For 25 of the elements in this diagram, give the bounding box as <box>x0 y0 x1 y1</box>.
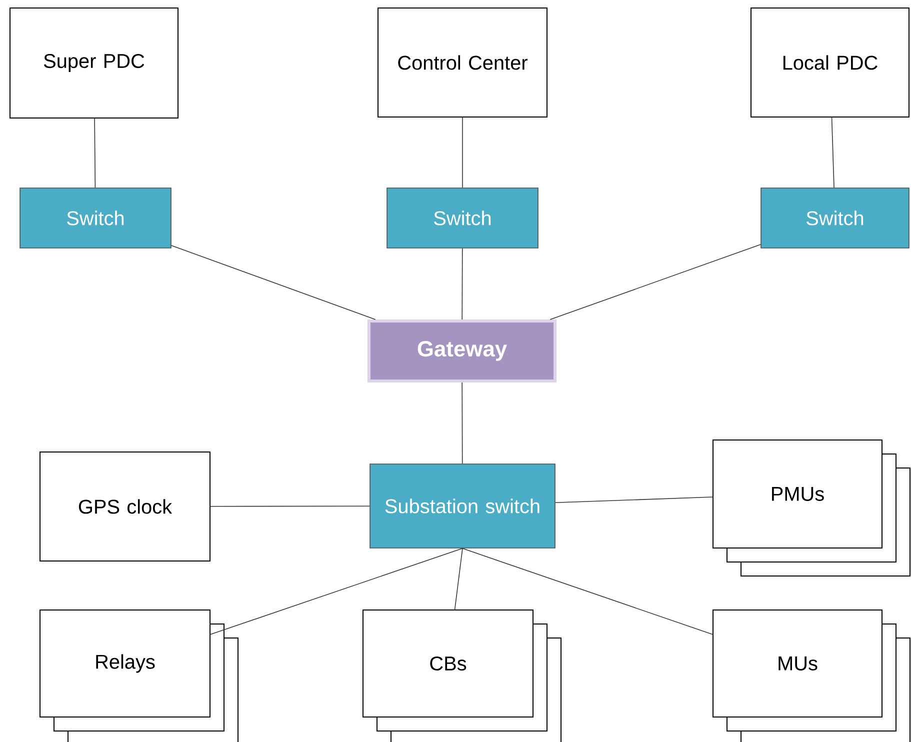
stacked-device-box: PMUs <box>712 440 910 576</box>
stacked-device-box: Relays <box>40 610 238 742</box>
connector-line <box>462 248 463 320</box>
connector-line <box>210 506 370 507</box>
connector-line <box>462 382 463 464</box>
stacked-device-box: MUs <box>712 610 910 742</box>
connector-line <box>550 244 761 320</box>
switch-box: Switch <box>20 188 172 248</box>
device-box: GPS clock <box>40 452 210 562</box>
switch-box: Switch <box>386 188 538 248</box>
connector-line <box>831 117 834 188</box>
device-box: Control Center <box>378 8 548 118</box>
stacked-device-box: CBs <box>362 610 562 742</box>
switch-box: Substation switch <box>370 464 556 548</box>
connector-line <box>555 496 713 504</box>
connector-line <box>454 548 463 610</box>
connector-line <box>210 548 463 635</box>
switch-box: Switch <box>760 188 910 248</box>
connector-line <box>94 118 96 188</box>
connector-line <box>462 548 713 635</box>
connector-line <box>171 245 376 320</box>
device-box: Local PDC <box>750 8 910 118</box>
gateway-box: Gateway <box>368 320 556 382</box>
connector-line <box>462 117 463 188</box>
device-box: Super PDC <box>10 8 178 118</box>
